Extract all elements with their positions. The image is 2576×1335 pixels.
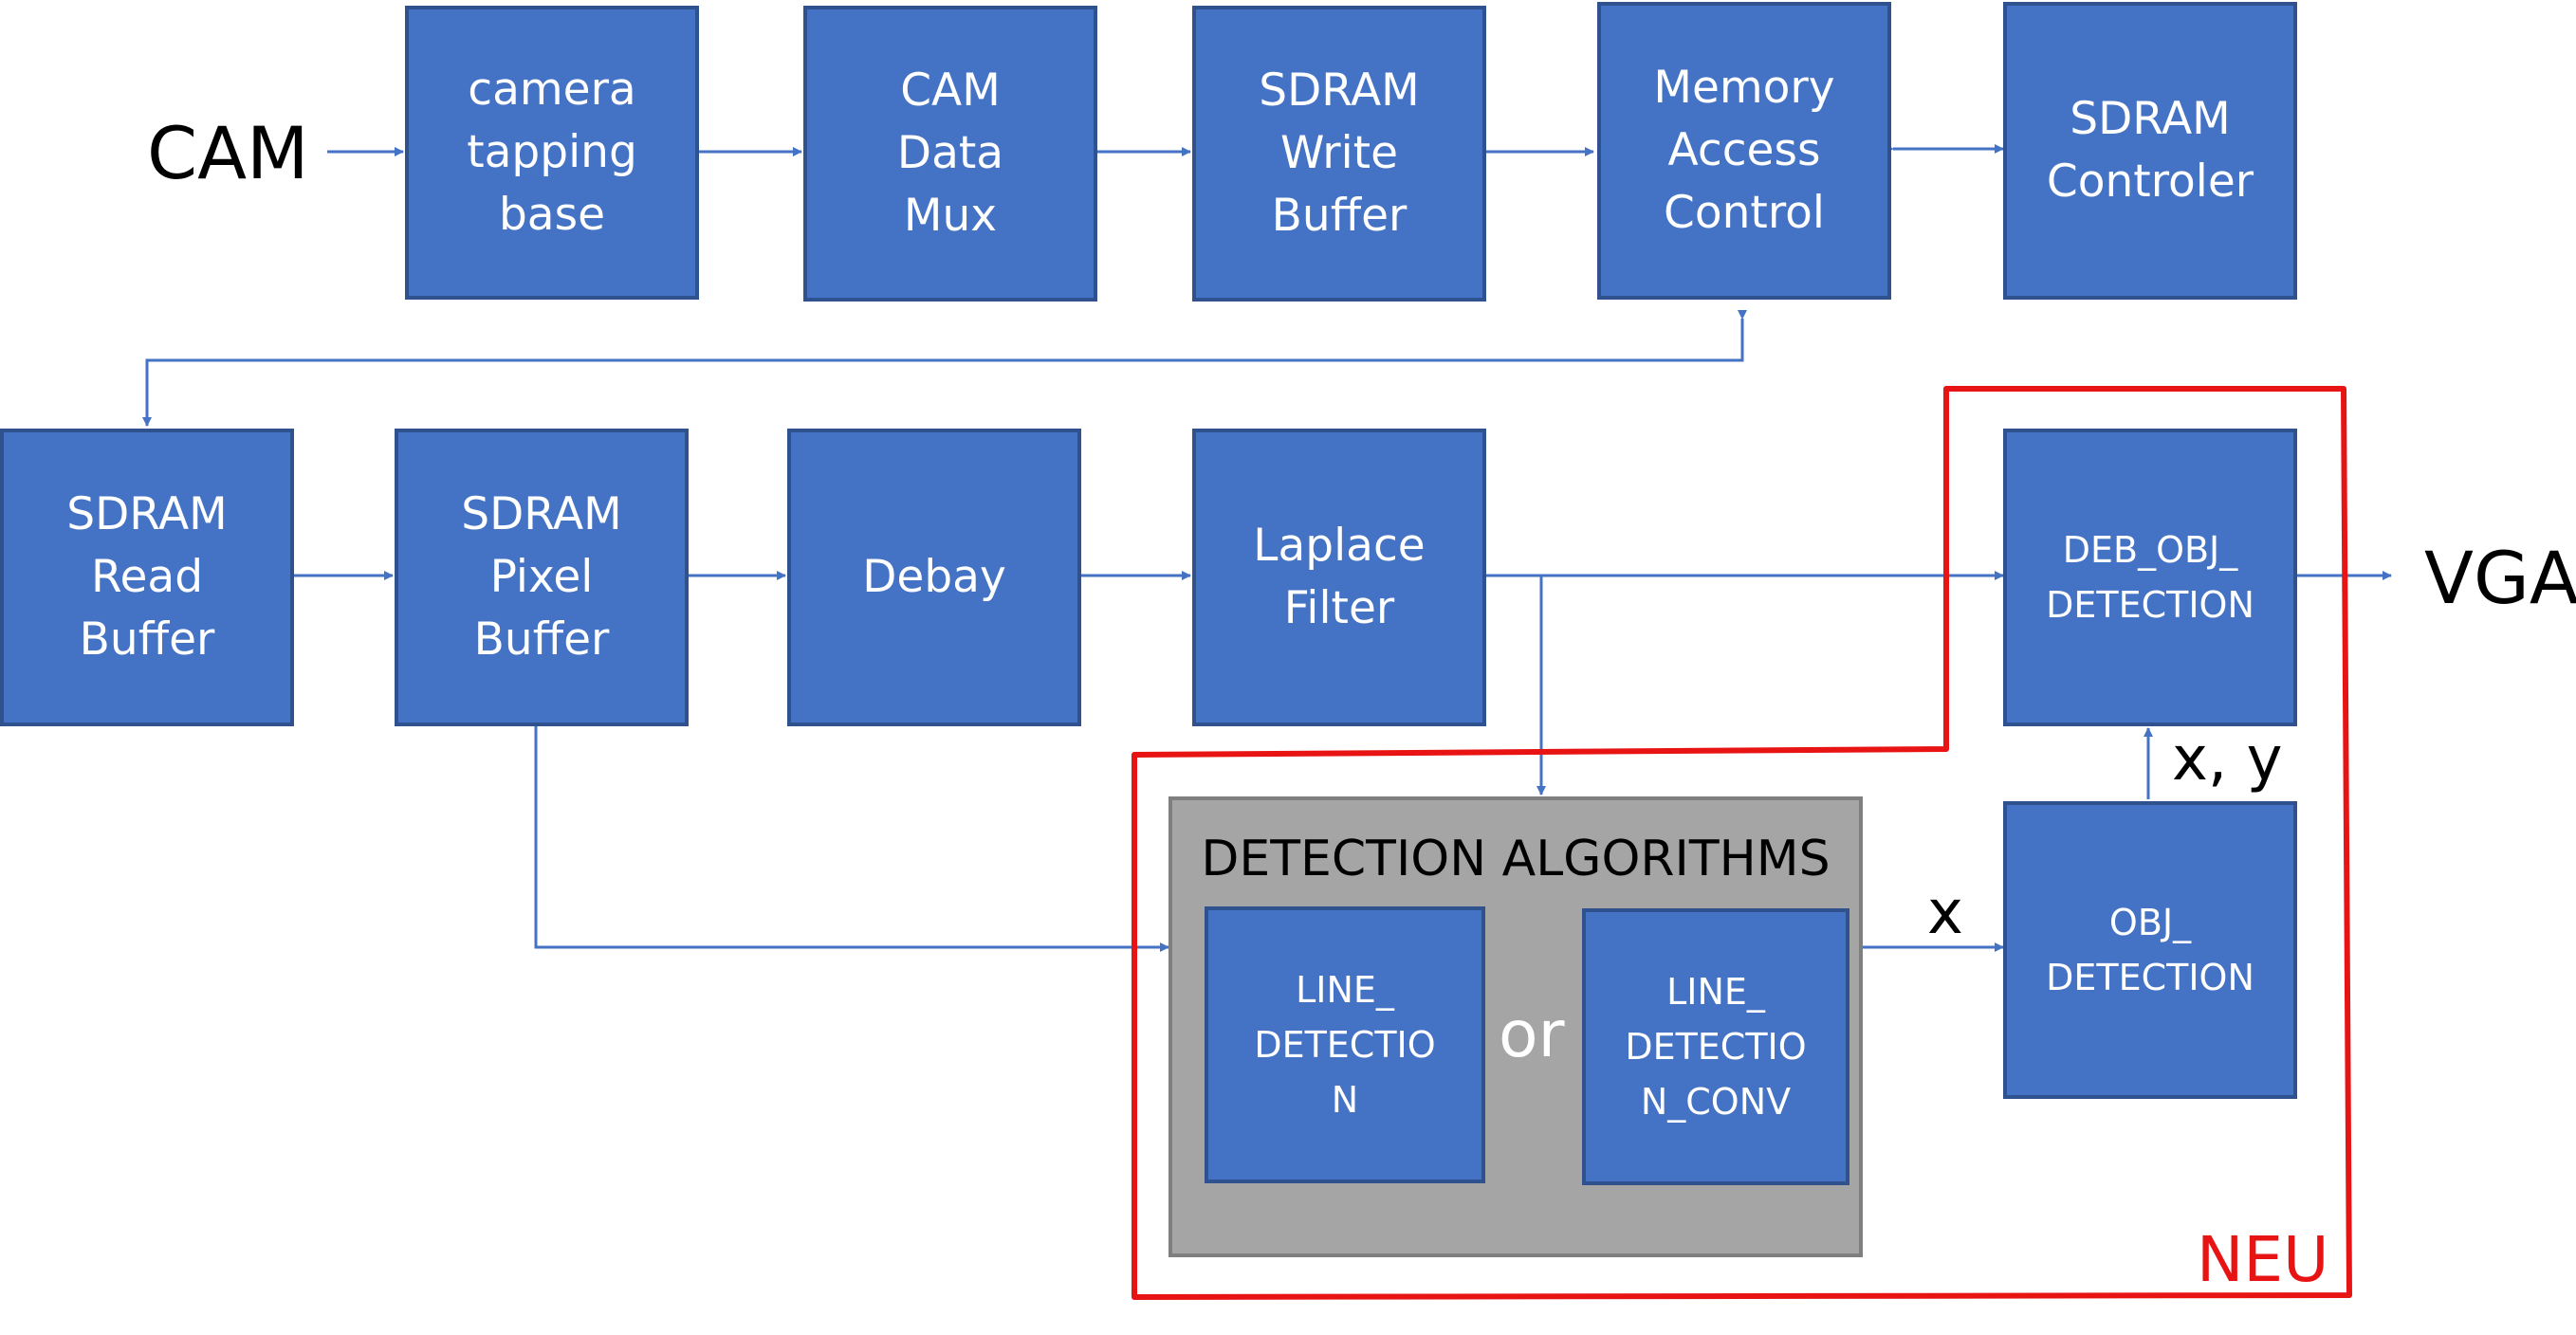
block-line-detection-conv-label: LINE_ DETECTIO N_CONV <box>1625 971 1807 1123</box>
cam-input-label: CAM <box>147 111 309 195</box>
block-camera-tapping-base[interactable]: camera tapping base <box>405 6 699 300</box>
detection-algorithms-title: DETECTION ALGORITHMS <box>1201 831 1831 887</box>
block-sdram-pixel-buffer[interactable]: SDRAM Pixel Buffer <box>395 429 689 726</box>
block-laplace-filter-label: Laplace Filter <box>1253 520 1426 634</box>
block-obj-detection[interactable]: OBJ_ DETECTION <box>2003 801 2297 1099</box>
block-memory-access-control[interactable]: Memory Access Control <box>1597 2 1891 300</box>
block-line-detection[interactable]: LINE_ DETECTIO N <box>1205 906 1485 1183</box>
block-debay-label: Debay <box>862 551 1006 603</box>
signal-x-label: x <box>1927 878 1963 948</box>
block-sdram-pixel-buffer-label: SDRAM Pixel Buffer <box>461 488 622 666</box>
block-cam-data-mux[interactable]: CAM Data Mux <box>803 6 1097 302</box>
block-sdram-write-buffer[interactable]: SDRAM Write Buffer <box>1192 6 1486 302</box>
block-camera-tapping-base-label: camera tapping base <box>467 64 637 241</box>
block-laplace-filter[interactable]: Laplace Filter <box>1192 429 1486 726</box>
block-sdram-controler[interactable]: SDRAM Controler <box>2003 2 2297 300</box>
block-sdram-read-buffer[interactable]: SDRAM Read Buffer <box>0 429 294 726</box>
block-debay[interactable]: Debay <box>787 429 1081 726</box>
block-deb-obj-detection[interactable]: DEB_OBJ_ DETECTION <box>2003 429 2297 726</box>
or-label: or <box>1499 997 1565 1072</box>
block-sdram-write-buffer-label: SDRAM Write Buffer <box>1259 64 1420 242</box>
block-sdram-controler-label: SDRAM Controler <box>2046 93 2254 208</box>
block-deb-obj-detection-label: DEB_OBJ_ DETECTION <box>2046 529 2254 626</box>
block-memory-access-control-label: Memory Access Control <box>1653 62 1835 239</box>
new-region-border <box>1132 386 2352 1300</box>
signal-xy-label: x, y <box>2172 724 2283 795</box>
block-sdram-read-buffer-label: SDRAM Read Buffer <box>66 488 228 666</box>
block-obj-detection-label: OBJ_ DETECTION <box>2046 902 2254 998</box>
vga-output-label: VGA <box>2424 536 2576 620</box>
block-cam-data-mux-label: CAM Data Mux <box>896 64 1004 242</box>
block-line-detection-label: LINE_ DETECTIO N <box>1254 969 1436 1121</box>
arrow-pixel-buffer-to-detection-algorithms <box>534 726 1169 952</box>
new-region-label: NEU <box>2197 1223 2329 1296</box>
block-line-detection-conv[interactable]: LINE_ DETECTIO N_CONV <box>1582 908 1849 1185</box>
wire-memory-access-to-read-buffer <box>142 310 1747 427</box>
